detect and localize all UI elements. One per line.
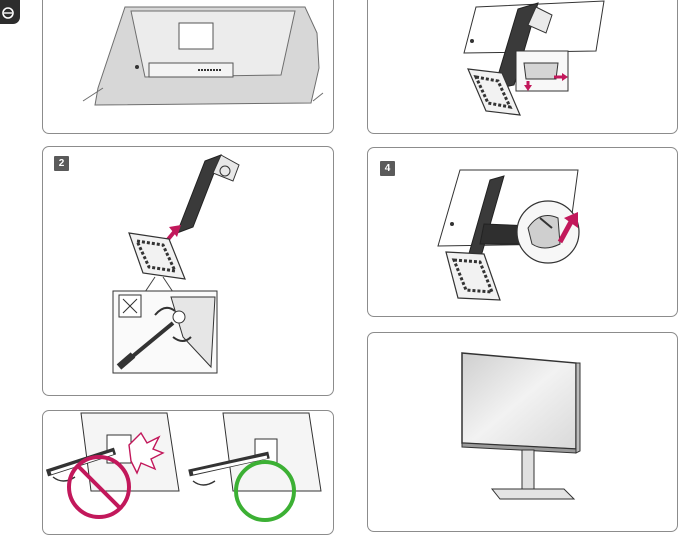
- panel-step-2: 2: [42, 146, 334, 396]
- panel-result: [367, 332, 678, 532]
- monitor-on-cushion-illustration: [43, 0, 334, 134]
- tighten-screw-illustration: [368, 148, 678, 317]
- panel-caution: [42, 410, 334, 535]
- panel-step-3: [367, 0, 678, 134]
- book-icon: [0, 0, 20, 24]
- stand-assembly-illustration: [43, 147, 334, 396]
- assembled-monitor-illustration: [368, 333, 678, 532]
- stand-slide-illustration: [368, 0, 678, 134]
- panel-step-4: 4: [367, 147, 678, 317]
- corner-tab: [0, 0, 20, 24]
- screw-caution-illustration: [43, 411, 334, 535]
- panel-place-monitor: [42, 0, 334, 134]
